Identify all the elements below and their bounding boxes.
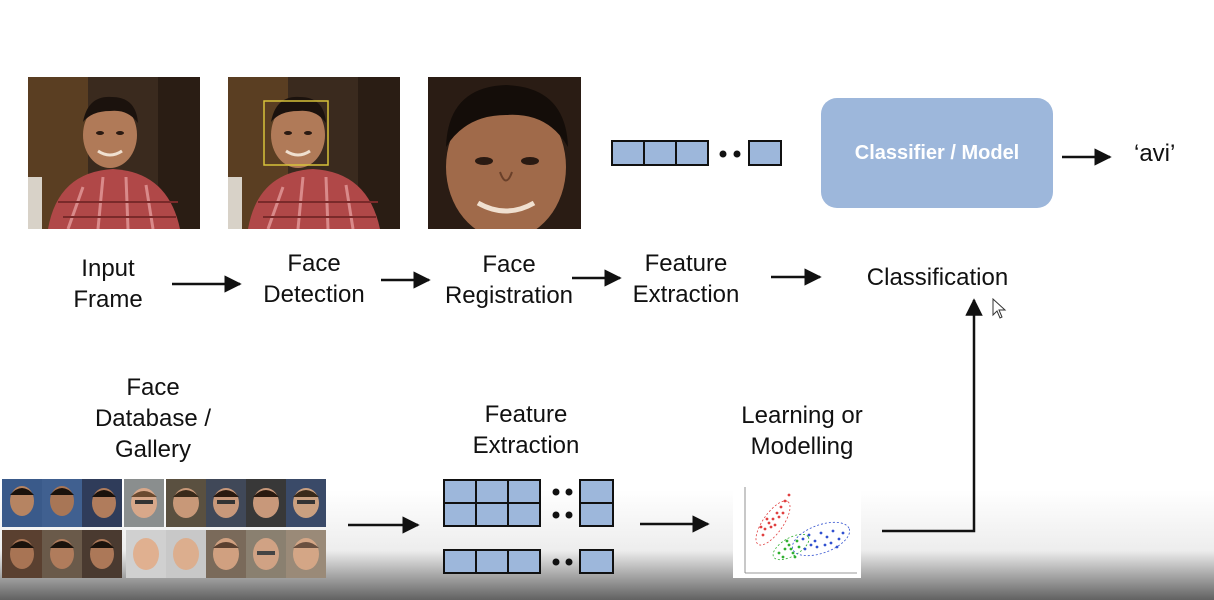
step-label-face-registration: Face Registration bbox=[444, 251, 574, 309]
input-frame-photo bbox=[28, 77, 200, 229]
face-detection-box bbox=[263, 100, 329, 166]
step-label-face-detection: Face Detection bbox=[263, 250, 365, 308]
ellipsis-dot bbox=[733, 150, 741, 158]
gallery-label: Face Database / Gallery bbox=[94, 374, 212, 463]
output-label: ‘avi’ bbox=[1134, 140, 1176, 167]
gallery-feature-matrix bbox=[443, 479, 614, 527]
gallery-feature-extraction-label: Feature Extraction bbox=[472, 401, 580, 459]
ellipsis-dot bbox=[719, 150, 727, 158]
classifier-model-box: Classifier / Model bbox=[821, 98, 1053, 208]
step-label-classification: Classification bbox=[866, 264, 1009, 291]
vector-ellipsis bbox=[552, 558, 573, 566]
mouse-cursor-icon bbox=[992, 298, 1007, 319]
matrix-ellipsis bbox=[552, 488, 573, 519]
face-detection-photo bbox=[228, 77, 400, 229]
step-label-feature-extraction: Feature Extraction bbox=[632, 250, 740, 308]
step-label-input-frame: Input Frame bbox=[73, 255, 143, 313]
learning-modelling-label: Learning or Modelling bbox=[741, 402, 863, 460]
classifier-model-label: Classifier / Model bbox=[854, 141, 1020, 164]
gallery-feature-vector bbox=[443, 549, 614, 574]
arrow-learning-to-classification bbox=[882, 298, 983, 533]
top-feature-vector bbox=[611, 140, 782, 166]
face-registration-photo bbox=[428, 77, 581, 229]
